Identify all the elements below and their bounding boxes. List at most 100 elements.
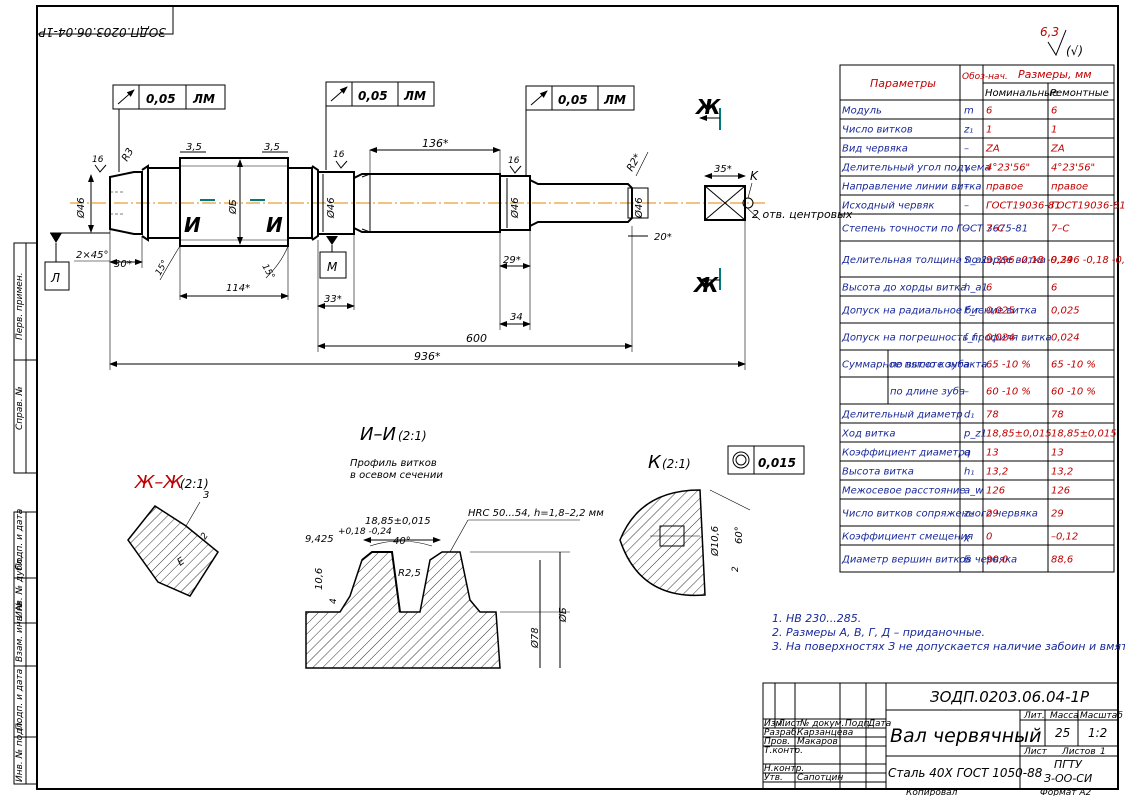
section-ii-title: И–И xyxy=(360,424,396,445)
svg-text:Дата: Дата xyxy=(867,719,891,729)
table-row-5-name: Исходный червяк xyxy=(842,201,934,212)
table-row-8-nominal: 6 xyxy=(986,283,992,294)
svg-text:30*: 30* xyxy=(114,259,132,270)
svg-text:16: 16 xyxy=(333,150,345,160)
table-row-7-name: Делительная толщина по хорде витка xyxy=(841,255,1046,266)
table-row-6-repair: 7–С xyxy=(1051,224,1069,235)
table-row-16-repair: 13,2 xyxy=(1051,467,1073,478)
svg-text:114*: 114* xyxy=(226,283,250,294)
table-row-2-repair: ZA xyxy=(1050,144,1065,155)
svg-text:35*: 35* xyxy=(714,164,732,175)
table-row-2-name: Вид червяка xyxy=(842,144,908,155)
table-row-8-repair: 6 xyxy=(1051,283,1057,294)
table-row-13-repair: 78 xyxy=(1051,410,1064,421)
runout-frame xyxy=(727,445,805,475)
table-row-10-sym: f_f xyxy=(964,333,978,344)
table-row-1-name: Число витков xyxy=(842,125,913,136)
tolerance-frame-3: 0,05 ЛМ xyxy=(525,85,635,176)
roughness-note: (√) xyxy=(1066,44,1083,58)
svg-text:16: 16 xyxy=(508,156,520,166)
table-row-13-sym: d₁ xyxy=(964,410,974,421)
table-row-19-repair: –0,12 xyxy=(1051,532,1078,543)
centers-note: 2 отв. центровых xyxy=(752,208,853,221)
table-row-4-sym: – xyxy=(964,182,969,193)
svg-text:Карзанцева: Карзанцева xyxy=(797,728,853,738)
table-header-param: Параметры xyxy=(870,77,936,90)
table-row-13-name: Делительный диаметр xyxy=(841,410,963,421)
svg-text:15°: 15° xyxy=(259,263,276,282)
note-1: 1. НВ 230...285. xyxy=(772,612,861,625)
table-row-5-repair: ГОСТ19036-81 xyxy=(1051,201,1125,212)
table-row-18-sym: z₂ xyxy=(963,509,973,520)
table-row-3-sym: γ xyxy=(964,163,971,174)
svg-text:Копировал: Копировал xyxy=(906,788,958,796)
table-row-12-nominal: 60 -10 % xyxy=(986,387,1031,398)
svg-text:R2,5: R2,5 xyxy=(398,568,421,579)
table-header-sizes: Размеры, мм xyxy=(1018,68,1092,81)
table-row-17-nominal: 126 xyxy=(986,486,1005,497)
table-row-10-name: Допуск на погрешность профиля витка xyxy=(841,333,1052,344)
svg-text:9,425: 9,425 xyxy=(305,534,334,545)
table-row-18-nominal: 29 xyxy=(986,509,999,520)
table-row-9-sym: F_r xyxy=(964,306,980,317)
svg-text:3,5: 3,5 xyxy=(186,142,202,153)
shaft-main-view: И И Ж Ж K 0,05 ЛМ 0 xyxy=(44,81,853,370)
table-row-1-sym: z₁ xyxy=(963,125,973,136)
table-row-0-name: Модуль xyxy=(842,106,882,117)
table-row-3-nominal: 4°23'56" xyxy=(986,163,1030,174)
title-doc-code: ЗОДП.0203.06.04-1Р xyxy=(930,688,1090,706)
svg-text:Масса: Масса xyxy=(1050,711,1079,721)
svg-text:ЛМ: ЛМ xyxy=(403,89,426,103)
table-row-7-nominal: 9,396 -0,18 -0,24 xyxy=(986,255,1073,266)
table-row-14-nominal: 18,85±0,015 xyxy=(986,429,1052,440)
svg-text:Листов: Листов xyxy=(1061,747,1096,757)
svg-text:2×45°: 2×45° xyxy=(76,250,108,261)
svg-text:18,85±0,015: 18,85±0,015 xyxy=(365,516,431,527)
sheet-frame xyxy=(36,5,1119,790)
title-material: Сталь 40Х ГОСТ 1050-88 xyxy=(888,766,1043,780)
table-row-19-sym: χ xyxy=(963,532,971,543)
svg-text:(2:1): (2:1) xyxy=(662,457,691,471)
svg-text:Ж: Ж xyxy=(692,273,719,297)
table-row-17-name: Межосевое расстояние xyxy=(842,486,966,497)
svg-text:Ø46: Ø46 xyxy=(633,197,645,219)
tolerance-frame-1: 0,05 ЛМ xyxy=(112,84,226,172)
svg-text:2: 2 xyxy=(199,531,211,542)
svg-text:2: 2 xyxy=(731,566,741,572)
table-row-16-name: Высота витка xyxy=(842,467,914,478)
svg-text:3: 3 xyxy=(203,490,209,501)
svg-text:Л: Л xyxy=(50,271,60,285)
section-mark-i-left: И xyxy=(184,213,201,237)
top-code-stamp: ЗОДП.0203.06.04-1Р xyxy=(36,5,174,39)
svg-text:ЛМ: ЛМ xyxy=(192,92,215,106)
svg-text:(2:1): (2:1) xyxy=(180,477,209,491)
svg-text:+0,18 -0,24: +0,18 -0,24 xyxy=(338,527,392,537)
table-row-0-sym: m xyxy=(964,106,974,117)
table-row-20-repair: 88,6 xyxy=(1051,555,1073,566)
table-row-5-nominal: ГОСТ19036-81 xyxy=(986,201,1061,212)
table-row-9-repair: 0,025 xyxy=(1051,306,1080,317)
table-row-2-nominal: ZA xyxy=(985,144,1000,155)
roughness-mark: 6,3 (√) xyxy=(1040,25,1083,58)
table-row-10-repair: 0,024 xyxy=(1051,333,1080,344)
svg-text:20*: 20* xyxy=(654,232,672,243)
svg-text:R2*: R2* xyxy=(625,152,644,173)
tolerance-frame-2: 0,05 ЛМ xyxy=(325,81,435,170)
section-mark-zh-bottom: Ж xyxy=(692,268,721,297)
table-row-19-nominal: 0 xyxy=(986,532,992,543)
svg-text:3,5: 3,5 xyxy=(264,142,280,153)
table-row-11-sub: по высоте зуба xyxy=(890,359,970,371)
svg-text:Ø78: Ø78 xyxy=(529,627,541,649)
svg-text:15°: 15° xyxy=(154,259,171,278)
svg-text:Лист: Лист xyxy=(777,719,802,729)
table-row-17-repair: 126 xyxy=(1051,486,1070,497)
table-row-14-repair: 18,85±0,015 xyxy=(1051,429,1117,440)
side-stamp-5: Взам. инв. № xyxy=(15,601,25,662)
table-row-11-nominal: 65 -10 % xyxy=(986,360,1031,371)
table-row-12-sym: – xyxy=(964,387,969,398)
roughness-value: 6,3 xyxy=(1040,25,1059,39)
view-mark-k: K xyxy=(750,169,759,183)
title-mass: 25 xyxy=(1055,726,1070,740)
